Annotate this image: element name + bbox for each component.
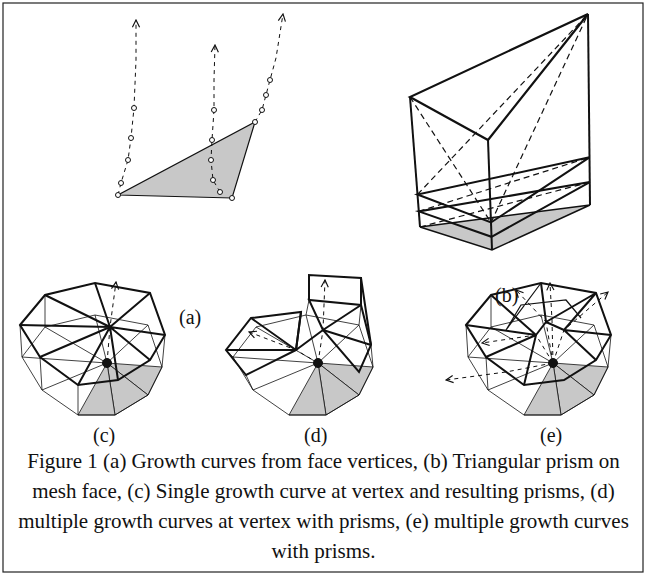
mesh-e bbox=[446, 283, 611, 415]
panel-label: (a) bbox=[179, 306, 201, 329]
figure-frame bbox=[3, 3, 643, 572]
prism-b bbox=[410, 14, 590, 250]
growth-curves-a bbox=[116, 14, 284, 201]
mesh-d bbox=[226, 275, 373, 415]
panel-label: (c) bbox=[93, 424, 115, 447]
figure-caption: Figure 1 (a) Growth curves from face ver… bbox=[14, 446, 633, 566]
panel-label: (e) bbox=[540, 424, 562, 447]
mesh-c bbox=[20, 282, 165, 415]
panel-label: (d) bbox=[304, 424, 327, 447]
panel-label: (b) bbox=[495, 284, 518, 307]
